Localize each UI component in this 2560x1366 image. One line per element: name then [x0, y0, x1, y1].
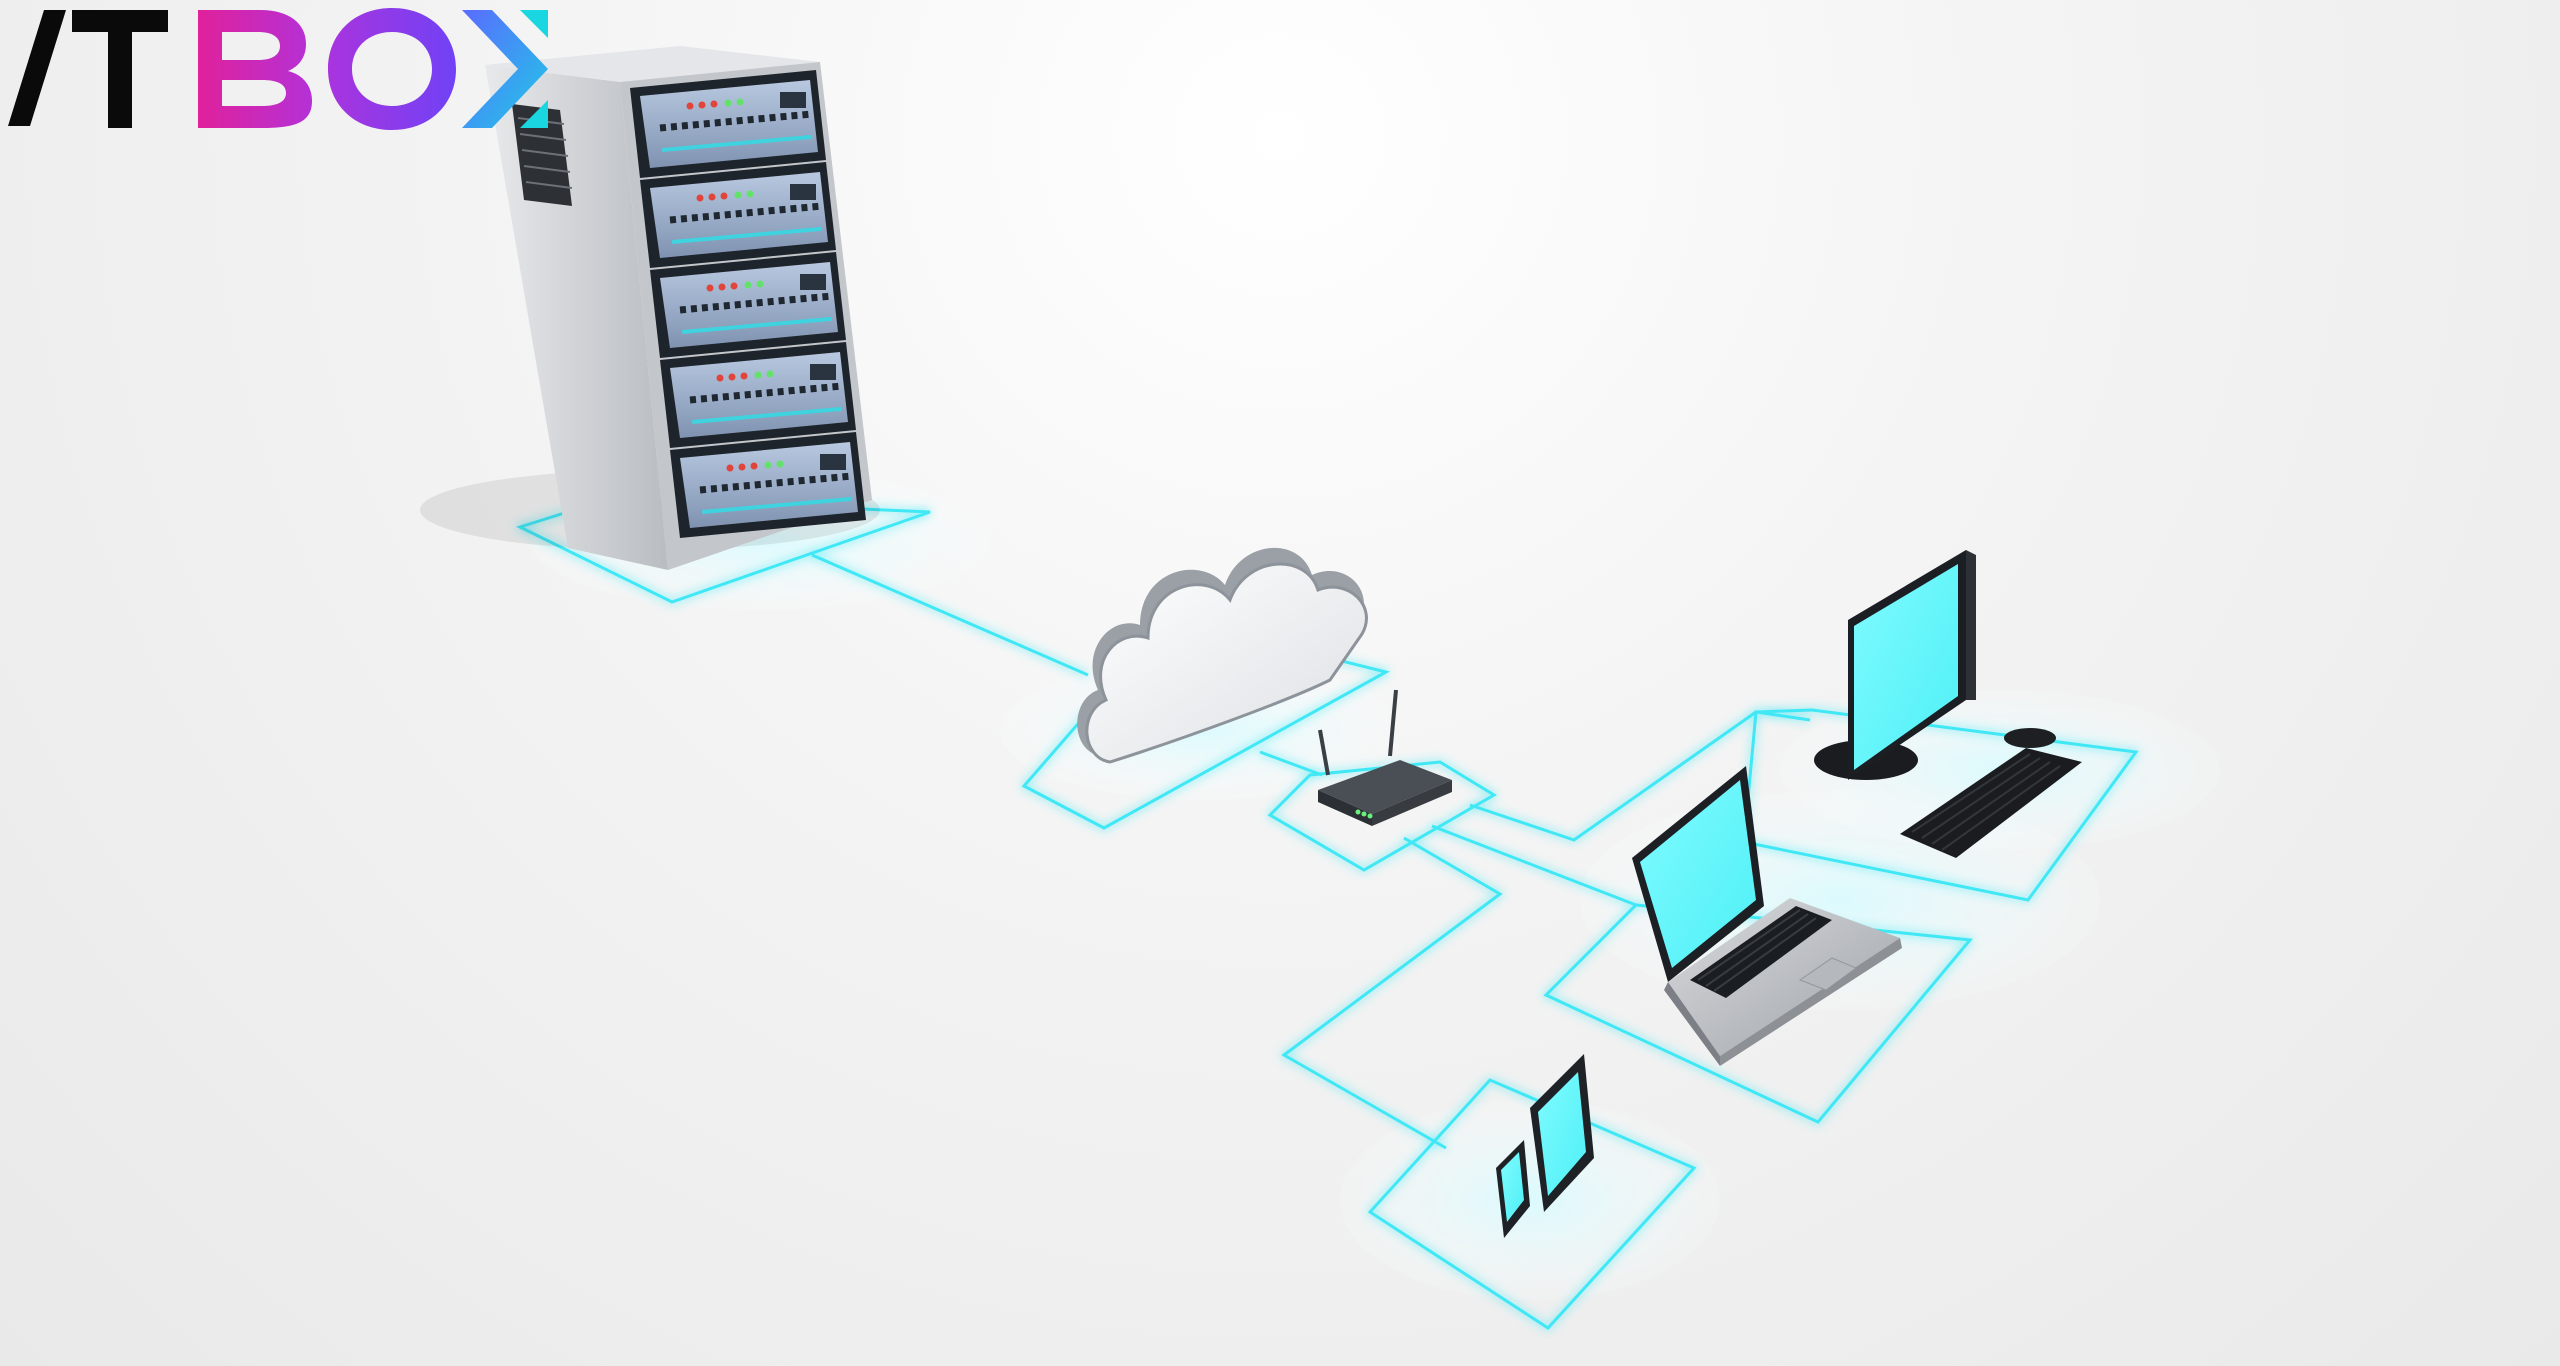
laptop-icon	[1632, 766, 1902, 1066]
itbox-logo	[8, 8, 548, 130]
server-leds	[659, 92, 853, 514]
logo-x	[462, 10, 548, 128]
link-router-laptop	[1431, 824, 1637, 907]
logo-slash	[8, 10, 66, 126]
wifi-router-icon	[1318, 689, 1452, 826]
cloud-icon	[1077, 547, 1368, 764]
link-router-mobile	[1281, 836, 1503, 1150]
server-rack-icon	[420, 46, 880, 570]
router-pad	[1267, 760, 1497, 872]
logo-b	[198, 10, 312, 128]
mobile-pad	[1367, 1078, 1697, 1330]
link-cloud-router	[1259, 750, 1323, 777]
link-server-cloud	[811, 553, 1089, 677]
tablet-phone-icon	[1496, 1054, 1594, 1238]
link-router-desktop	[1469, 710, 1811, 842]
logo-t	[72, 10, 168, 128]
desktop-monitor-icon	[1814, 550, 2082, 858]
logo-wordmark	[8, 8, 548, 130]
laptop-pad	[1543, 903, 1973, 1124]
logo-o	[328, 8, 456, 130]
